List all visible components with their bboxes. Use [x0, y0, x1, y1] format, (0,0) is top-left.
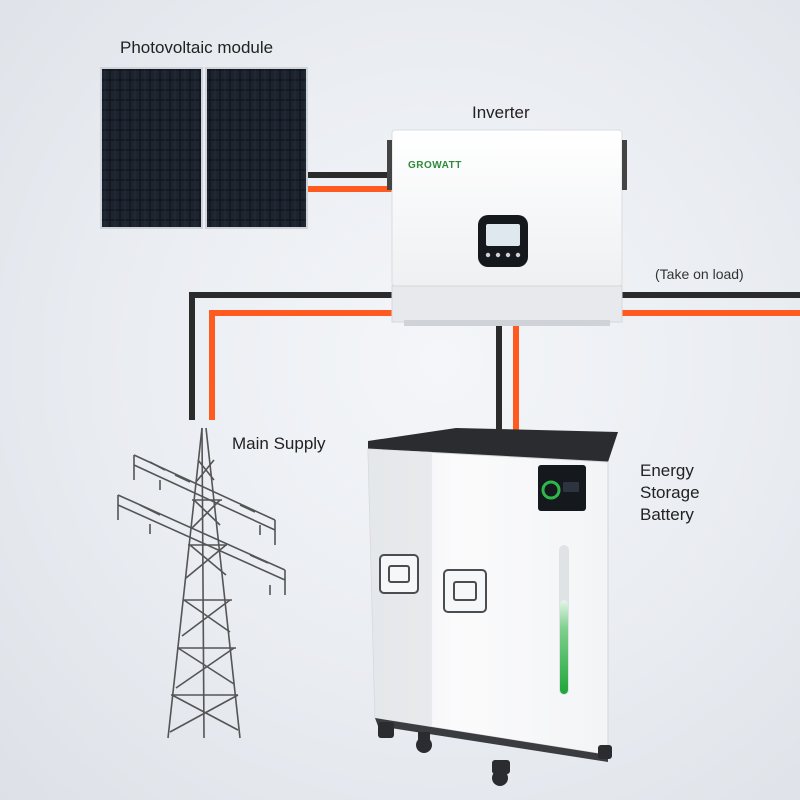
- inverter-label: Inverter: [472, 103, 530, 122]
- inverter-icon: [387, 129, 627, 326]
- wires: [189, 172, 800, 432]
- take-on-load-label: (Take on load): [655, 266, 744, 282]
- transmission-tower-icon: [117, 427, 286, 739]
- battery-label-line-1: Energy: [640, 461, 694, 480]
- main-supply-label: Main Supply: [232, 434, 326, 453]
- battery-label-line-2: Storage: [640, 483, 700, 502]
- grid-wire-orange: [209, 310, 392, 420]
- inverter-brand-logo: GROWATT: [408, 160, 462, 171]
- battery-label: Energy Storage Battery: [640, 460, 700, 526]
- pv-module-label: Photovoltaic module: [120, 38, 274, 57]
- battery-label-line-3: Battery: [640, 505, 694, 524]
- battery-cabinet-icon: [367, 428, 618, 786]
- grid-wire-dark: [189, 292, 392, 420]
- solar-panel-icon: [100, 67, 308, 229]
